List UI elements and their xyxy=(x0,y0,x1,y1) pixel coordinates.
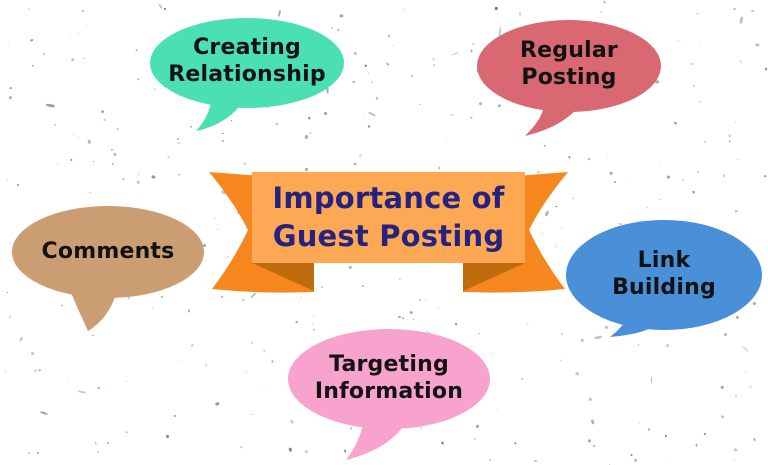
bubble-regular-posting xyxy=(477,20,661,136)
bubble-label-targeting-information: Targeting Information xyxy=(314,352,464,404)
ribbon-left-fold xyxy=(252,263,314,291)
bubble-body xyxy=(12,206,204,298)
bubble-body xyxy=(566,220,762,330)
bubble-comments xyxy=(12,206,204,331)
bubble-creating-relationship xyxy=(150,18,344,131)
bubble-tail xyxy=(346,420,406,460)
banner-title: Importance of Guest Posting xyxy=(272,181,505,253)
bubble-body xyxy=(288,329,490,429)
ribbon-panel xyxy=(252,172,525,263)
ribbon-banner xyxy=(209,172,568,293)
bubble-label-comments: Comments xyxy=(41,238,175,264)
bubble-tail xyxy=(71,292,116,331)
bubble-label-creating-relationship: Creating Relationship xyxy=(168,35,326,87)
bubble-link-building xyxy=(566,220,762,337)
bubble-label-link-building: Link Building xyxy=(612,248,716,300)
bubble-targeting-information xyxy=(288,329,490,460)
bubble-tail xyxy=(525,107,577,136)
ribbon-right-fold xyxy=(463,263,525,291)
bubble-body xyxy=(150,18,344,108)
bubble-body xyxy=(477,20,661,112)
bubble-label-regular-posting: Regular Posting xyxy=(520,38,618,90)
